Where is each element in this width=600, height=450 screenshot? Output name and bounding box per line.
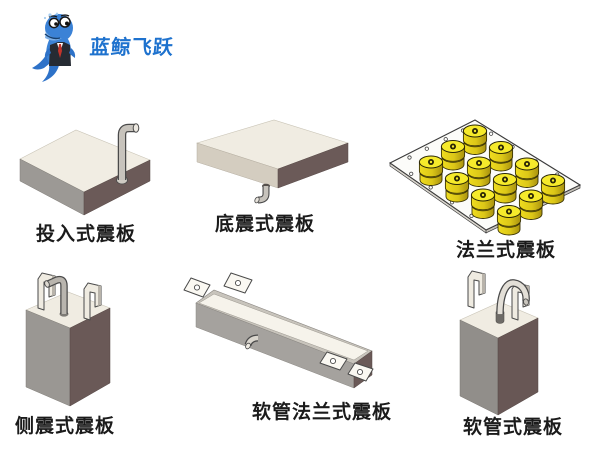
hose-plate-illustration [459,270,539,416]
yellow-knob [518,189,544,220]
whale-mascot-icon [32,12,76,82]
hose [497,280,529,315]
yellow-knob [444,172,470,203]
product-label: 软管式震板 [462,416,563,438]
mount-tab [183,277,211,298]
right-face [497,317,539,416]
hook-bracket [467,270,486,309]
hook-bracket [83,282,102,321]
yellow-knob [514,157,540,188]
yellow-knob [496,205,522,236]
product-label: 侧震式震板 [14,415,115,437]
brand-name: 蓝鲸飞跃 [88,35,175,59]
hose-flange-plate-illustration [183,272,374,389]
flange-plate-illustration [388,119,582,236]
hose-end [523,298,529,306]
pipe [119,125,135,180]
pipe-opening [132,123,140,133]
yellow-knob [462,124,488,155]
pipe [46,277,67,314]
immersion-plate-illustration [19,123,151,216]
product-label: 投入式震板 [35,223,136,245]
mount-tab [347,362,374,382]
product-label: 底震式震板 [214,213,315,235]
product-label: 法兰式震板 [455,239,556,261]
yellow-knob [466,156,492,187]
hose-fitting [495,311,505,324]
mount-tab [319,351,348,371]
right-face [277,142,349,189]
mount-tab [223,272,253,294]
elbow-opening [245,342,251,350]
right-face [83,159,151,216]
pipe-opening [44,280,50,288]
elbow-opening [254,196,260,204]
tray-surface [198,293,369,361]
yellow-knob [540,174,566,205]
yellow-knob [418,155,444,186]
yellow-knob [440,140,466,171]
bottom-vibration-plate-illustration [195,119,349,204]
side-vibration-plate-illustration [25,272,111,407]
yellow-knob [492,173,518,204]
yellow-knob [488,141,514,172]
yellow-knob [470,188,496,219]
product-label: 软管法兰式震板 [251,401,392,423]
right-face [69,307,111,407]
yellow-knob-array [418,124,566,236]
